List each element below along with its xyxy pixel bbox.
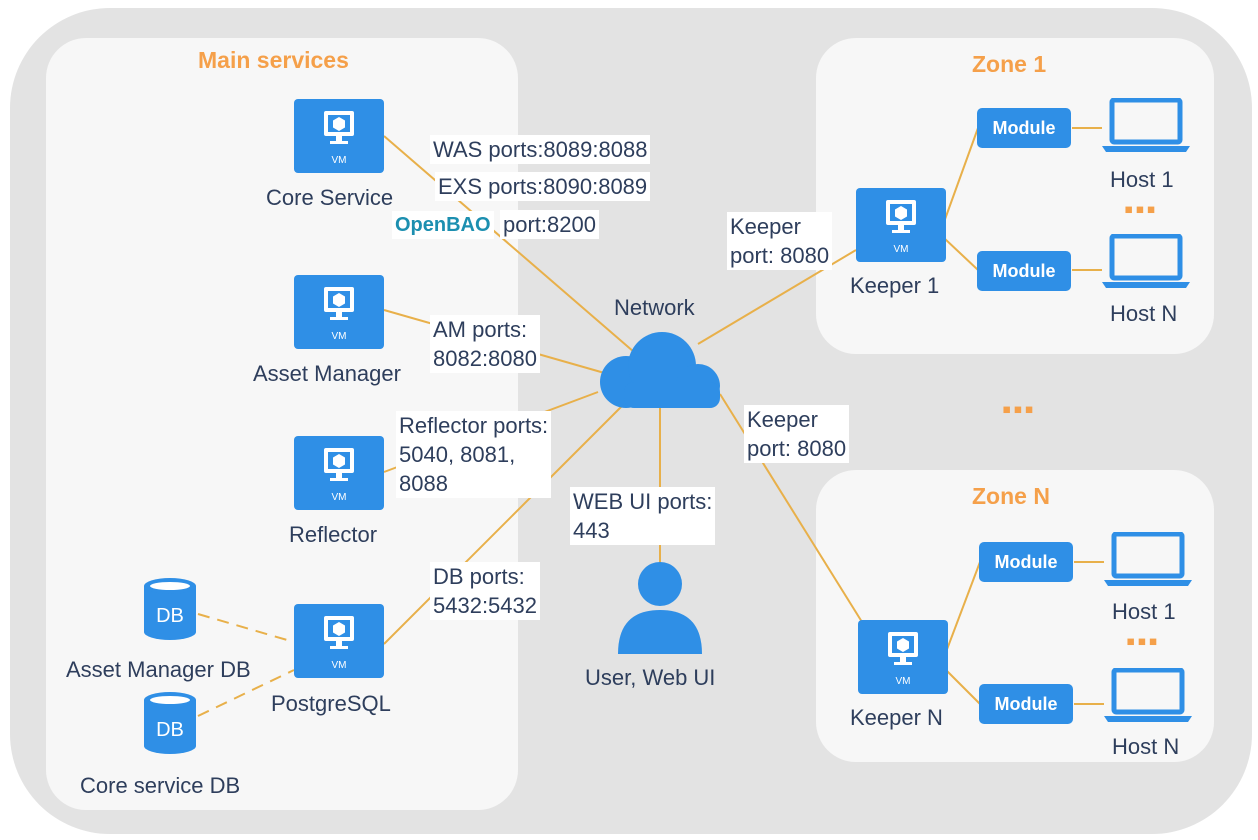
was-ports-label: WAS ports:8089:8088 — [430, 135, 651, 164]
zone-n-title: Zone N — [972, 483, 1050, 509]
core-service-db-label: Core service DB — [80, 773, 241, 798]
zone-1-host-n-label: Host N — [1110, 301, 1178, 326]
reflector-label: Reflector — [289, 522, 378, 547]
link-core-db-postgresql — [197, 669, 295, 717]
reflector-vm-icon: VM — [294, 436, 384, 510]
zone-n-host-n-laptop-icon — [1104, 668, 1192, 722]
zone-1-host-n-laptop-icon — [1102, 234, 1190, 288]
keeper-1-label: Keeper 1 — [850, 273, 940, 298]
link-am-db-postgresql — [197, 613, 295, 643]
user-web-ui-label: User, Web UI — [585, 665, 716, 690]
zone-1-host-1-laptop-icon — [1102, 98, 1190, 152]
openbao-label: OpenBAO — [392, 211, 494, 239]
web-ui-ports-label: WEB UI ports: 443 — [570, 487, 716, 545]
core-service-db-icon: DB — [142, 690, 198, 756]
zone-1-title: Zone 1 — [972, 51, 1047, 77]
vm-badge: VM — [894, 244, 909, 255]
vm-badge: VM — [332, 492, 347, 503]
zone-1-module-top: Module — [977, 108, 1071, 148]
exs-ports-label: EXS ports:8090:8089 — [435, 172, 651, 201]
keeper-n-port-label: Keeper port: 8080 — [744, 405, 850, 463]
am-ports-label: AM ports: 8082:8080 — [430, 315, 540, 373]
zone-n-module-bottom: Module — [979, 684, 1073, 724]
reflector-ports-label: Reflector ports: 5040, 8081, 8088 — [396, 411, 552, 498]
link-core-service-network — [383, 135, 635, 353]
vm-badge: VM — [332, 155, 347, 166]
zone-n-host-1-laptop-icon — [1104, 532, 1192, 586]
core-service-vm-icon: VM — [294, 99, 384, 173]
keeper-1-vm-icon: VM — [856, 188, 946, 262]
asset-manager-label: Asset Manager — [253, 361, 401, 386]
link-keepern-module-bottom — [945, 669, 981, 705]
core-service-label: Core Service — [266, 185, 394, 210]
openbao-port-label: port:8200 — [500, 210, 599, 239]
keeper-1-port-label: Keeper port: 8080 — [727, 212, 833, 270]
vm-badge: VM — [896, 676, 911, 687]
asset-manager-vm-icon: VM — [294, 275, 384, 349]
zone-1-host-1-label: Host 1 — [1110, 167, 1174, 192]
vm-badge: VM — [332, 331, 347, 342]
zone-n-host-1-label: Host 1 — [1112, 599, 1176, 624]
keeper-n-vm-icon: VM — [858, 620, 948, 694]
cloud-icon — [600, 332, 720, 408]
zone-n-host-n-label: Host N — [1112, 734, 1180, 759]
db-badge: DB — [156, 605, 184, 627]
keeper-n-label: Keeper N — [850, 705, 943, 730]
link-keepern-network — [719, 393, 863, 623]
vm-badge: VM — [332, 660, 347, 671]
link-keeper1-module-top — [943, 127, 979, 223]
link-keeper1-module-bottom — [943, 237, 979, 271]
link-keepern-module-top — [945, 561, 981, 653]
postgresql-vm-icon: VM — [294, 604, 384, 678]
main-services-title: Main services — [198, 47, 349, 73]
zone-n-module-top: Module — [979, 542, 1073, 582]
user-icon — [618, 562, 702, 654]
zones-ellipsis: ▪▪▪ — [1002, 394, 1036, 424]
db-ports-label: DB ports: 5432:5432 — [430, 562, 540, 620]
zone-1-module-bottom: Module — [977, 251, 1071, 291]
postgresql-label: PostgreSQL — [271, 691, 391, 716]
asset-manager-db-icon: DB — [142, 576, 198, 642]
asset-manager-db-label: Asset Manager DB — [66, 657, 251, 682]
db-badge: DB — [156, 719, 184, 741]
zone-n-hosts-ellipsis: ▪▪▪ — [1126, 626, 1160, 656]
network-label: Network — [614, 295, 695, 320]
zone-1-hosts-ellipsis: ▪▪▪ — [1124, 194, 1158, 224]
link-postgresql-network — [383, 397, 631, 645]
